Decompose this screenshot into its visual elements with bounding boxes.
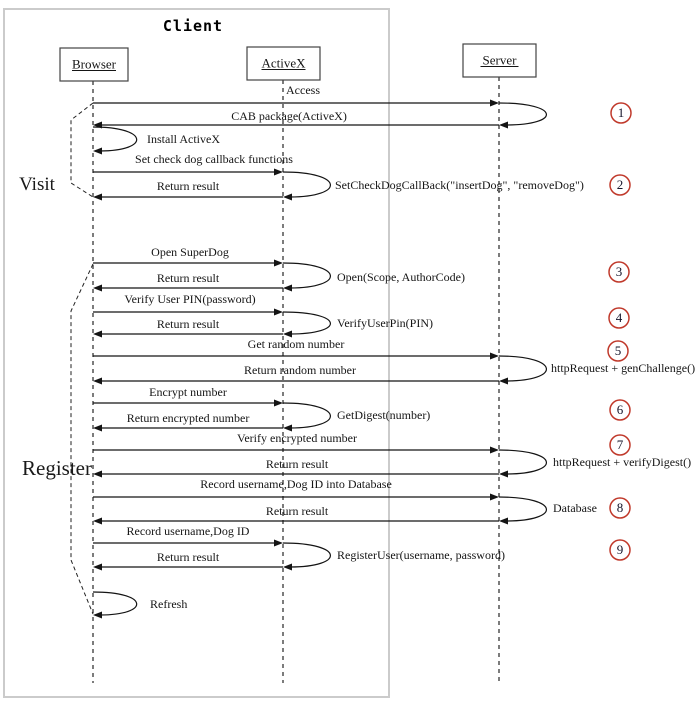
step-number-label: 8: [617, 500, 624, 515]
phase-bracket: [70, 102, 94, 198]
phase-label-visit: Visit: [19, 174, 56, 195]
arrowhead-left-icon: [93, 470, 102, 478]
step-number-badge: [609, 174, 631, 196]
arrowhead-left-icon: [283, 284, 292, 292]
message-label: Return result: [157, 550, 220, 564]
step-number-label: 7: [617, 437, 624, 452]
arc-label: SetCheckDogCallBack("insertDog", "remove…: [335, 178, 584, 192]
message-label: Encrypt number: [149, 385, 227, 399]
arrowhead-right-icon: [274, 399, 283, 407]
message-label: Access: [286, 83, 320, 97]
arrowhead-left-icon: [283, 563, 292, 571]
arc-label: VerifyUserPin(PIN): [337, 316, 433, 330]
participant-box-server: [462, 43, 537, 78]
step-number-label: 4: [616, 310, 623, 325]
arrowhead-left-icon: [499, 470, 508, 478]
message-label: Open SuperDog: [151, 245, 229, 259]
message-label: Verify encrypted number: [237, 431, 357, 445]
step-number-label: 6: [617, 402, 624, 417]
arrowhead-right-icon: [274, 259, 283, 267]
arc-label: httpRequest + verifyDigest(): [553, 455, 691, 469]
participant-box-browser: [59, 47, 129, 82]
arrowhead-left-icon: [93, 563, 102, 571]
message-label: Record username,Dog ID: [127, 524, 250, 538]
arrowhead-right-icon: [274, 168, 283, 176]
activation-arc: [282, 402, 331, 429]
step-number-label: 1: [618, 105, 625, 120]
arrowhead-right-icon: [490, 446, 499, 454]
self-call-arc: [92, 591, 138, 616]
message-label: Return result: [266, 504, 329, 518]
participant-label-server: Server: [483, 53, 518, 68]
message-label: Set check dog callback functions: [135, 152, 293, 166]
arc-label: GetDigest(number): [337, 408, 430, 422]
step-number-label: 2: [617, 177, 624, 192]
arrowhead-left-icon: [93, 147, 102, 155]
arrowhead-left-icon: [499, 377, 508, 385]
arc-label: Open(Scope, AuthorCode): [337, 270, 465, 284]
activation-arc: [498, 355, 547, 382]
participant-label-browser: Browser: [72, 57, 117, 72]
activation-arc: [282, 311, 331, 335]
client-boundary-box: [3, 8, 390, 698]
arc-label: httpRequest + genChallenge(): [551, 361, 695, 375]
step-number-badge: [608, 261, 630, 283]
arrowhead-left-icon: [93, 517, 102, 525]
arrowhead-left-icon: [93, 377, 102, 385]
self-call-label: Install ActiveX: [147, 132, 220, 146]
phase-bracket: [70, 263, 94, 615]
message-label: Return result: [266, 457, 329, 471]
message-label: Get random number: [248, 337, 345, 351]
arrowhead-left-icon: [283, 193, 292, 201]
arrowhead-left-icon: [93, 284, 102, 292]
self-call-label: Refresh: [150, 597, 187, 611]
step-number-label: 5: [615, 343, 622, 358]
step-number-badge: [608, 307, 630, 329]
message-label: Record username,Dog ID into Database: [200, 477, 392, 491]
activation-arc: [282, 542, 331, 568]
step-number-badge: [609, 539, 631, 561]
arc-label: Database: [553, 501, 597, 515]
message-label: Return result: [157, 317, 220, 331]
participant-label-activex: ActiveX: [261, 56, 306, 71]
arrowhead-right-icon: [274, 308, 283, 316]
step-number-badge: [610, 102, 632, 124]
phase-label-register: Register: [22, 456, 92, 480]
arrowhead-left-icon: [93, 611, 102, 619]
arrowhead-left-icon: [499, 121, 508, 129]
self-call-arc: [92, 126, 138, 152]
message-label: Return result: [157, 179, 220, 193]
step-number-badge: [609, 434, 631, 456]
step-number-label: 9: [617, 542, 624, 557]
arrowhead-left-icon: [93, 193, 102, 201]
arrowhead-left-icon: [93, 330, 102, 338]
step-number-label: 3: [616, 264, 623, 279]
arrowhead-left-icon: [93, 424, 102, 432]
arrowhead-right-icon: [274, 539, 283, 547]
arrowhead-right-icon: [490, 493, 499, 501]
message-label: Return encrypted number: [127, 411, 250, 425]
activation-arc: [282, 262, 331, 289]
arrowhead-left-icon: [499, 517, 508, 525]
arrowhead-left-icon: [283, 330, 292, 338]
step-number-badge: [609, 399, 631, 421]
arrowhead-left-icon: [283, 424, 292, 432]
activation-arc: [282, 171, 331, 198]
message-label: Return result: [157, 271, 220, 285]
diagram-title: Client: [163, 17, 223, 35]
step-number-badge: [607, 340, 629, 362]
activation-arc: [498, 496, 547, 522]
arc-label: RegisterUser(username, password): [337, 548, 505, 562]
message-label: Verify User PIN(password): [124, 292, 255, 306]
participant-box-activex: [246, 46, 321, 81]
arrowhead-right-icon: [490, 352, 499, 360]
message-label: CAB package(ActiveX): [231, 109, 347, 123]
activation-arc: [498, 102, 547, 126]
step-number-badge: [609, 497, 631, 519]
message-label: Return random number: [244, 363, 356, 377]
activation-arc: [498, 449, 547, 475]
arrowhead-right-icon: [490, 99, 499, 107]
